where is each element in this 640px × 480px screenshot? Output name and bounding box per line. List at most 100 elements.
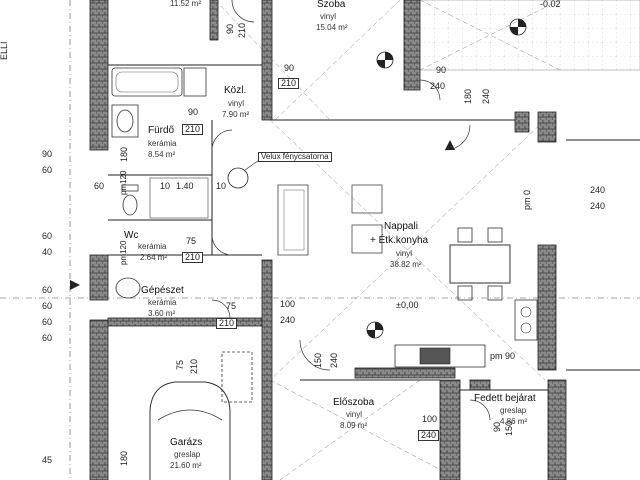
garage-side-door	[221, 351, 253, 403]
dim-label: 60	[42, 317, 53, 327]
room-furdo-floor: kerámia	[148, 139, 177, 148]
armchair-top	[351, 184, 383, 214]
room-eloszoba-floor: vinyl	[346, 410, 363, 419]
dim-label: 1.40	[176, 181, 194, 191]
room-szoba-area: 15.04 m²	[316, 23, 348, 32]
dim-label: 90	[436, 65, 447, 75]
pm120-label-a: pm120	[119, 170, 128, 195]
dim-label: 210	[182, 124, 204, 135]
room-nappali-name2: + Étk.konyha	[370, 235, 429, 246]
room-szoba-name: Szoba	[317, 0, 346, 10]
dim-label: 210	[278, 78, 300, 89]
room-wc-area: 2.64 m²	[140, 253, 168, 262]
dim-label: 90	[225, 23, 235, 34]
dim-label: 60	[42, 231, 53, 241]
section-arrows	[70, 140, 455, 290]
room-garazs-area: 21.60 m²	[170, 461, 202, 470]
dim-label: 90	[492, 421, 502, 432]
shower	[149, 177, 209, 219]
dim-label: 75	[175, 359, 185, 370]
armchair-bottom	[351, 224, 383, 254]
terrace-tiles	[420, 0, 640, 70]
kitchen-hob	[514, 299, 538, 341]
dim-label: 60	[94, 181, 105, 191]
dim-label: 100	[422, 414, 438, 424]
dim-label: 210	[237, 22, 247, 38]
pm0-label: pm 0	[522, 189, 532, 210]
room-garazs-floor: greslap	[174, 450, 201, 459]
room-fedett-floor: greslap	[500, 406, 527, 415]
dim-label: 10	[216, 181, 227, 191]
toilet-furdo	[122, 194, 138, 216]
room-kozl-area: 7.90 m²	[222, 110, 250, 119]
edge-letters: ELLI	[0, 41, 9, 60]
room-gepeszet-name: Gépészet	[141, 285, 184, 296]
dim-label: 210	[216, 318, 238, 329]
kitchen-counter	[394, 344, 486, 368]
bath-sink-bowl	[116, 109, 134, 133]
hob-ring	[520, 322, 532, 334]
dim-label: 240	[280, 315, 296, 325]
pm90-label: pm 90	[490, 351, 516, 361]
bathtub-inner	[115, 71, 179, 93]
dim-label: 40	[42, 247, 53, 257]
room-nappali-area: 38.82 m²	[390, 260, 422, 269]
dim-label: 210	[189, 358, 199, 374]
velux-icon	[227, 167, 249, 189]
dim-label: 60	[42, 333, 53, 343]
sofa	[277, 184, 309, 256]
room-nappali-name: Nappali	[384, 221, 418, 232]
toilet-wc	[115, 277, 141, 299]
dining-table	[449, 244, 511, 284]
dim-label: 60	[42, 165, 53, 175]
sofa-seat	[283, 189, 305, 251]
dim-label: 240	[590, 201, 606, 211]
level-top-label: -0.02	[540, 0, 561, 9]
dim-label: 180	[119, 450, 129, 466]
dim-label: 60	[42, 285, 53, 295]
dim-label: 90	[188, 107, 199, 117]
diagonal-lines	[214, 0, 561, 480]
car-outline	[149, 381, 231, 480]
level-zero-label: ±0,00	[396, 300, 419, 310]
room-furdo-area: 8.54 m²	[148, 150, 176, 159]
toilet-furdo-tank	[121, 184, 139, 192]
bathtub	[111, 67, 183, 97]
dim-label: 180	[463, 88, 473, 104]
dim-label: 10	[160, 181, 171, 191]
room-gepeszet-area: 3.60 m²	[148, 309, 176, 318]
kitchen-sink	[419, 347, 451, 365]
interior-lines	[108, 64, 640, 391]
room-fedett-name: Fedett bejárat	[474, 393, 536, 404]
room-wc-name: Wc	[124, 230, 139, 241]
dim-label: 240	[329, 352, 339, 368]
car-windshield	[157, 409, 223, 421]
room-eloszoba-name: Előszoba	[333, 397, 375, 408]
dim-label: 240	[481, 88, 491, 104]
room-eloszoba-area: 8.09 m²	[340, 421, 368, 430]
dim-label: 240	[430, 81, 446, 91]
hob-ring	[520, 306, 532, 318]
dim-label: 100	[280, 299, 296, 309]
room-garazs-name: Garázs	[170, 437, 203, 448]
dim-label: 90	[284, 63, 295, 73]
dim-label: 210	[182, 252, 204, 263]
room-gepeszet-floor: kerámia	[148, 298, 177, 307]
dim-label: 150	[504, 420, 514, 436]
level-marker	[366, 18, 527, 339]
dim-label: 150	[313, 352, 323, 368]
room-nappali-floor: vinyl	[396, 249, 413, 258]
dining-chairs	[457, 227, 503, 301]
room-kozl-name: Közl.	[224, 85, 247, 96]
room-szoba-floor: vinyl	[320, 12, 337, 21]
dim-label: 45	[42, 455, 53, 465]
velux-label: Velux fénycsatorna	[258, 152, 332, 162]
dim-label: 60	[42, 301, 53, 311]
room-furdo-name: Fürdő	[148, 125, 175, 136]
bath-sink	[111, 104, 139, 138]
dim-label: 240	[590, 185, 606, 195]
dim-label: 75	[186, 236, 197, 246]
room-wc-floor: kerámia	[138, 242, 167, 251]
dim-label: 75	[226, 301, 237, 311]
